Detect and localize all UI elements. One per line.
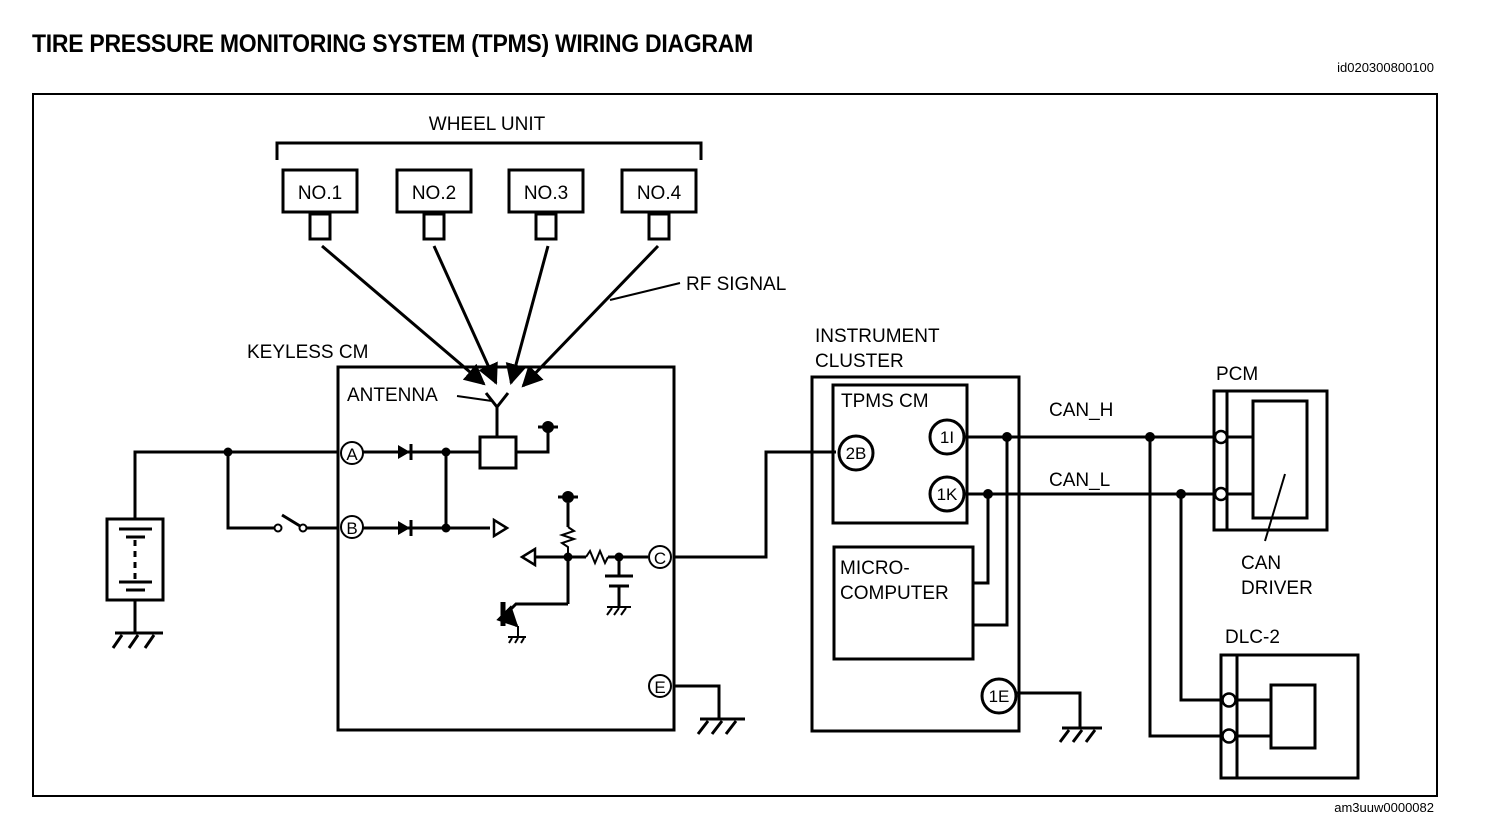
rf-signal-label: RF SIGNAL [686,274,786,295]
switch-contact [273,523,283,533]
signal-input-icon [519,546,537,568]
wheel-unit-group: WHEEL UNIT NO.1 NO.2 NO.3 NO.4 RF SIGNA [275,114,786,388]
microcomputer-label-1: MICRO- [840,558,910,579]
antenna-leader [456,395,493,402]
wheel-unit-1: NO.1 [281,168,359,241]
keyless-cm: KEYLESS CM ANTENNA A B [247,342,745,735]
can-driver-box [1251,399,1309,520]
tpms-cm-label: TPMS CM [841,391,929,412]
keyless-cm-label: KEYLESS CM [247,342,368,363]
can-driver-label-2: DRIVER [1241,578,1313,599]
figure-id: am3uuw0000082 [1334,800,1434,815]
antenna-label: ANTENNA [347,385,438,406]
antenna-icon [484,392,510,437]
wheel-unit-label: WHEEL UNIT [429,114,546,135]
can-driver-leader [1264,473,1286,542]
wheel-unit-1-label: NO.1 [298,183,342,204]
microcomputer-label-2: COMPUTER [840,583,949,604]
terminal-c-label: C [654,549,666,568]
switch-contact [298,523,308,533]
wire-c-to-2b [674,450,836,559]
diagram-frame [32,93,1438,797]
terminal-1k-label: 1K [937,485,958,504]
terminal-b-label: B [346,519,357,538]
ground-icon [1058,726,1102,743]
rf-signal-arrow-1 [321,244,486,386]
can-driver-label-1: CAN [1241,553,1281,574]
terminal-e-label: E [654,678,665,697]
can-bus: CAN_H CAN_L [964,400,1222,738]
pcm-label: PCM [1216,364,1258,385]
terminal-1e [980,677,1018,715]
instrument-cluster-label-1: INSTRUMENT [815,326,940,347]
document-id: id020300800100 [1337,60,1434,75]
rf-signal-arrow-4 [521,244,660,388]
instrument-cluster: INSTRUMENT CLUSTER TPMS CM 2B 1I 1K MICR… [810,326,1102,743]
instrument-cluster-box [810,375,1021,733]
can-l-label: CAN_L [1049,470,1110,491]
signal-output-icon [492,517,510,539]
capacitor-icon [605,574,633,606]
wheel-unit-3: NO.3 [507,168,585,241]
rf-signal-leader [609,282,681,301]
ground-icon [606,606,631,616]
wheel-unit-4: NO.4 [620,168,698,241]
rf-signal-arrow-2 [432,245,498,385]
diode-icon [398,520,413,536]
wheel-unit-2-label: NO.2 [412,183,456,204]
terminal-2b-label: 2B [846,444,867,463]
dlc-2: DLC-2 [1219,627,1360,780]
resistor-icon [558,526,578,556]
battery-circuit [105,447,338,649]
terminal-c [648,545,672,569]
ground-icon [696,717,745,735]
pcm: PCM CAN DRIVER [1212,364,1329,599]
tpms-cm-box [831,383,969,525]
wheel-unit-3-label: NO.3 [524,183,568,204]
dlc-inner-block [1269,683,1317,750]
pcm-pin-can-h [1213,429,1229,445]
wheel-unit-4-label: NO.4 [637,183,682,204]
dlc-2-box [1219,653,1360,780]
wheel-unit-2: NO.2 [395,168,473,241]
resistor-icon [585,548,609,566]
terminal-1e-label: 1E [989,687,1010,706]
receiver-block [478,435,518,470]
pcm-box [1212,389,1329,532]
terminal-a-label: A [346,445,358,464]
instrument-cluster-label-2: CLUSTER [815,351,904,372]
ignition-switch [281,513,301,528]
wheel-unit-bracket [275,141,703,160]
keyless-cm-box [336,365,676,732]
can-h-label: CAN_H [1049,400,1113,421]
terminal-1i-label: 1I [940,428,954,447]
terminal-2b [837,434,875,472]
battery [105,517,165,602]
pcm-pin-can-l [1213,486,1229,502]
terminal-e [648,674,672,698]
transistor-icon [496,602,526,644]
rf-signal-arrow-3 [505,245,550,386]
ground-icon [111,631,163,649]
dlc-pin-can-l [1221,692,1237,708]
dlc-2-label: DLC-2 [1225,627,1280,648]
dlc-pin-can-h [1221,728,1237,744]
diode-icon [398,444,413,460]
microcomputer-box [832,545,975,661]
page-title: TIRE PRESSURE MONITORING SYSTEM (TPMS) W… [32,30,753,58]
